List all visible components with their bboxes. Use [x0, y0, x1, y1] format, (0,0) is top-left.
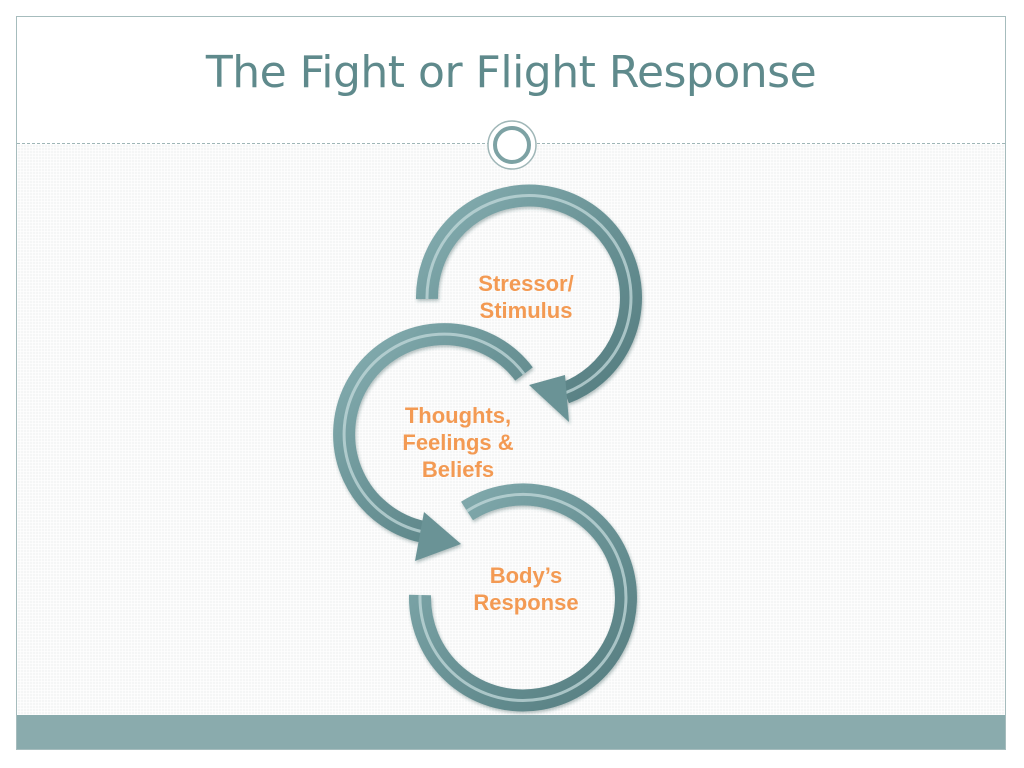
node-label-line: Response [473, 590, 579, 615]
cycle-arrow-3 [408, 483, 637, 712]
node-label-line: Stimulus [479, 298, 573, 323]
node-label-line: Body’s [489, 563, 563, 588]
circle-ornament-icon [487, 120, 537, 170]
node-label-thoughts: Thoughts, Feelings & Beliefs [378, 402, 538, 483]
footer-bar [17, 715, 1005, 749]
cycle-diagram [333, 184, 642, 712]
slide: The Fight or Flight Response [16, 16, 1006, 750]
node-label-line: Feelings & [402, 430, 514, 455]
node-label-line: Thoughts, [404, 403, 512, 428]
node-label-line: Stressor/ [478, 271, 574, 296]
node-label-body-response: Body’s Response [456, 562, 596, 616]
slide-title: The Fight or Flight Response [205, 47, 817, 98]
node-label-stressor: Stressor/ Stimulus [456, 270, 596, 324]
cycle-arrow-1 [415, 184, 642, 422]
cycle-arrow-2 [333, 323, 533, 561]
node-label-line: Beliefs [421, 457, 495, 482]
content-area [17, 144, 1005, 715]
